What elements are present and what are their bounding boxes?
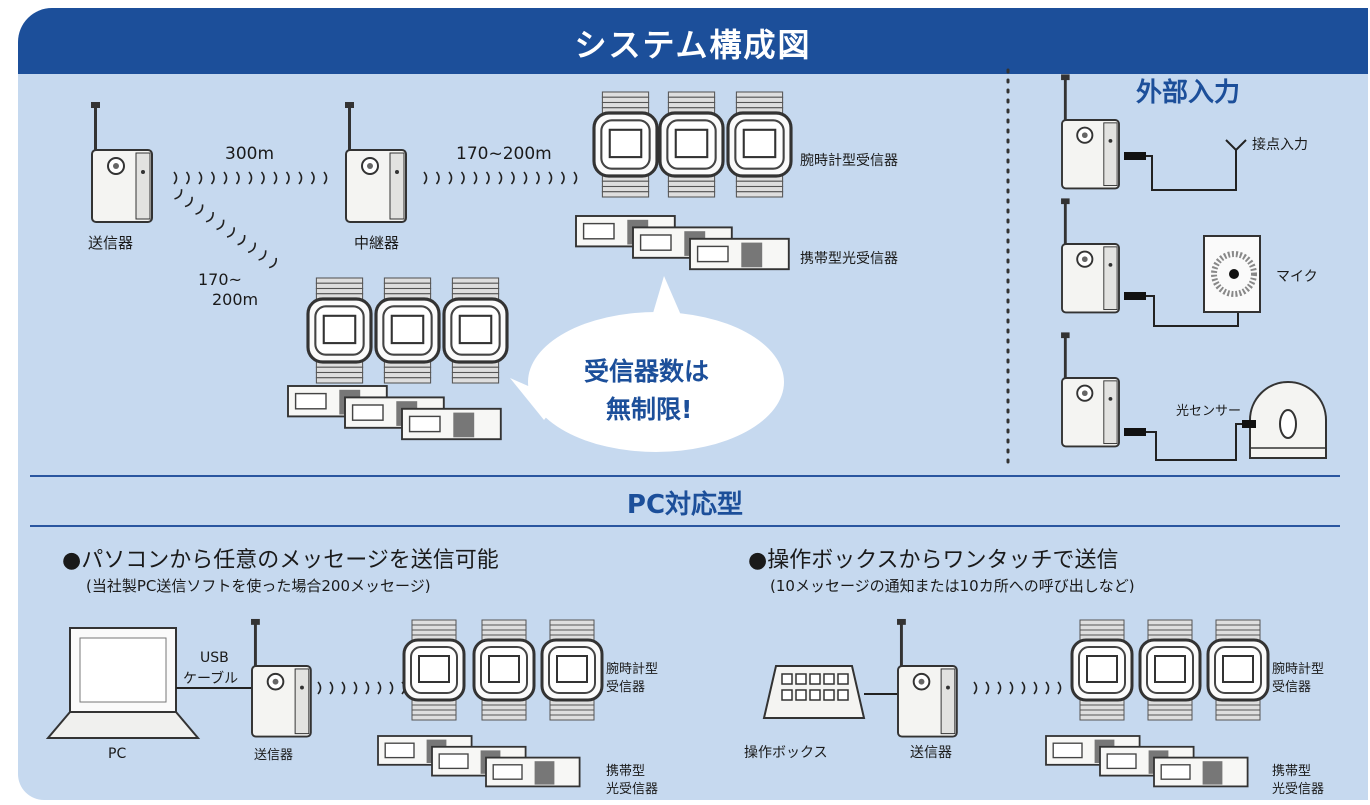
right-transmitter-device: [897, 618, 958, 738]
transmitter-label: 送信器: [88, 234, 134, 252]
left-portable-label-1: 携帯型: [606, 764, 646, 779]
left-watch-2: [472, 619, 536, 721]
watch-top-3: [726, 91, 793, 198]
distance-diag-b: 200m: [212, 290, 259, 309]
box-label: 操作ボックス: [744, 745, 828, 761]
usb-label-1: USB: [200, 650, 229, 666]
pc-label: PC: [108, 746, 127, 762]
watch-mid-3: [442, 277, 509, 384]
left-portable-label-2: 光受信器: [606, 782, 659, 797]
header-bar: システム構成図: [18, 8, 1368, 74]
right-portable-label-1: 携帯型: [1272, 764, 1312, 779]
contact-input-label: 接点入力: [1252, 137, 1308, 153]
right-note: (10メッセージの通知または10カ所への呼び出しなど): [770, 577, 1135, 595]
distance-diag-a: 170~: [198, 270, 242, 289]
bubble-text-2: 無制限!: [606, 395, 693, 424]
right-watch-2: [1138, 619, 1202, 721]
portable-receiver-label: 携帯型光受信器: [800, 251, 898, 267]
left-note: (当社製PC送信ソフトを使った場合200メッセージ): [86, 577, 431, 595]
right-watch-1: [1070, 619, 1134, 721]
light-sensor-label: 光センサー: [1176, 404, 1242, 419]
distance-170-200m: 170~200m: [456, 144, 552, 164]
external-transmitter-1: [1061, 74, 1120, 190]
repeater-label: 中継器: [354, 234, 400, 252]
left-watch-label-2: 受信器: [606, 680, 646, 695]
section-dividers: [30, 475, 1340, 527]
left-heading: ●パソコンから任意のメッセージを送信可能: [62, 548, 499, 573]
usb-label-2: ケーブル: [183, 671, 239, 687]
mic-label: マイク: [1276, 269, 1318, 285]
right-waves: [973, 681, 1062, 695]
right-transmitter-label: 送信器: [910, 745, 952, 761]
right-portable-receiver: [1045, 735, 1249, 788]
external-input-title: 外部入力: [1136, 78, 1241, 108]
right-watch-3: [1206, 619, 1270, 721]
watch-receiver-label: 腕時計型受信器: [800, 153, 898, 169]
portable-receiver-top: [575, 215, 790, 271]
repeater-device: [345, 102, 407, 223]
right-watch-label-1: 腕時計型: [1272, 662, 1325, 677]
right-portable-label-2: 光受信器: [1272, 782, 1325, 797]
right-heading: ●操作ボックスからワンタッチで送信: [748, 548, 1119, 573]
external-wires: [1124, 139, 1327, 461]
left-watch-1: [402, 619, 466, 721]
bubble-text-1: 受信器数は: [584, 357, 710, 386]
transmitter-device: [91, 102, 153, 223]
watch-mid-1: [306, 277, 373, 384]
right-watch-label-2: 受信器: [1272, 680, 1312, 695]
left-transmitter-device: [251, 618, 312, 738]
laptop-pc: [45, 627, 252, 739]
watch-top-1: [592, 91, 659, 198]
waves-tx-diagonal: [174, 189, 277, 269]
left-portable-receiver: [377, 735, 581, 788]
portable-receiver-mid: [287, 385, 502, 441]
left-transmitter-label: 送信器: [254, 748, 294, 763]
left-waves: [317, 681, 406, 695]
operation-box: [762, 665, 900, 719]
left-watch-label-1: 腕時計型: [606, 662, 659, 677]
speech-bubble: [510, 276, 784, 452]
watch-top-2: [658, 91, 725, 198]
watch-mid-2: [374, 277, 441, 384]
distance-300m: 300m: [225, 144, 275, 164]
external-transmitter-2: [1061, 198, 1120, 314]
waves-tx-to-repeater: [173, 171, 328, 185]
pc-section-title: PC対応型: [626, 490, 744, 520]
left-watch-3: [540, 619, 604, 721]
page-title: システム構成図: [574, 26, 812, 64]
waves-repeater-to-watches: [423, 171, 578, 185]
external-transmitter-3: [1061, 332, 1120, 448]
